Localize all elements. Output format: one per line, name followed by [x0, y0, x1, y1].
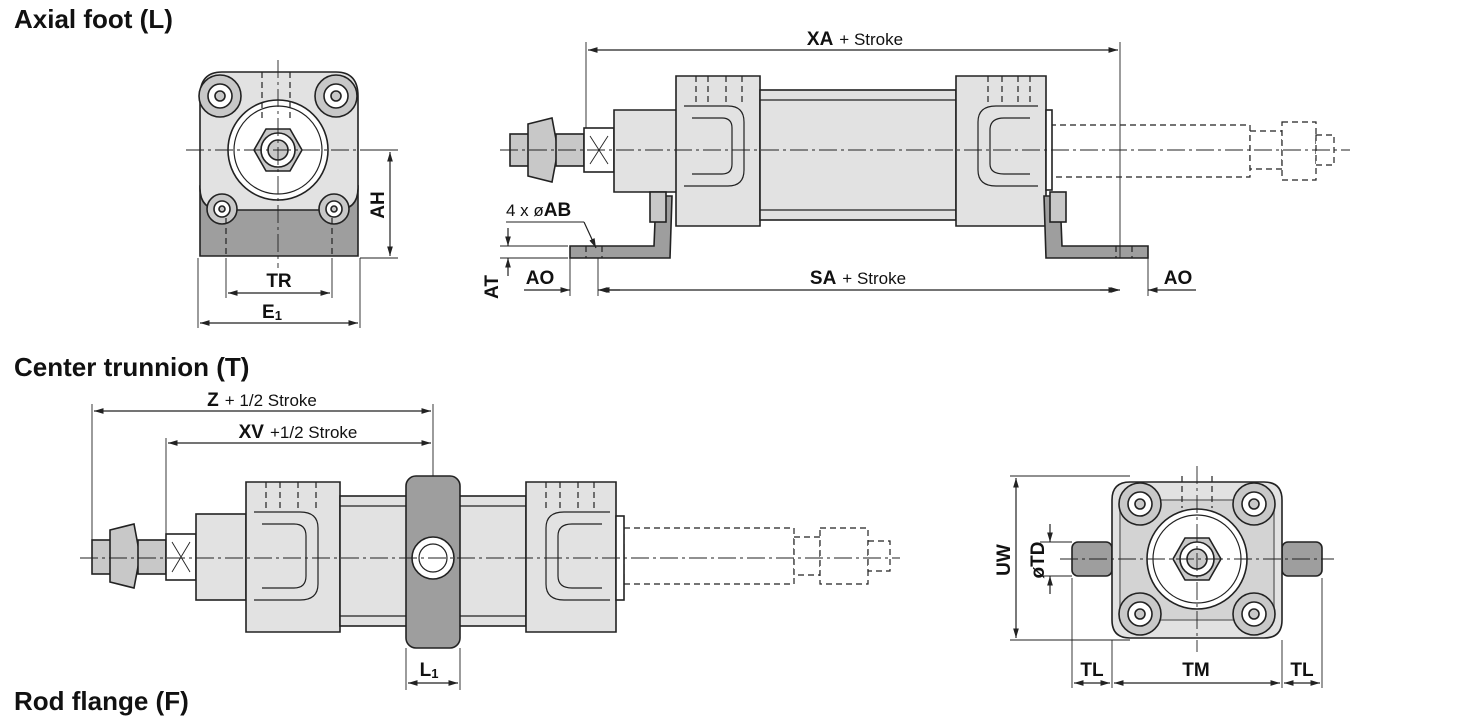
dim-TL-left: TL [1080, 660, 1104, 681]
dim-TM: TM [1182, 660, 1209, 681]
dim-Z: Z+ 1/2 Stroke [207, 390, 317, 411]
section-title-center-trunnion: Center trunnion (T) [14, 352, 250, 382]
dim-TR: TR [266, 271, 292, 292]
center-trunnion-end-view: UW øTD TL TM TL [994, 466, 1334, 688]
technical-drawing: AH TR E1 [80, 29, 1350, 690]
dim-E1: E1 [262, 302, 282, 323]
dim-AT: AT [482, 275, 503, 299]
axial-foot-end-view: AH TR E1 [186, 60, 398, 328]
dim-AH: AH [368, 191, 389, 218]
dim-XA: XA+ Stroke [807, 29, 903, 50]
dim-TL-right: TL [1290, 660, 1314, 681]
drawing-stage: Axial foot (L) Center trunnion (T) Rod f… [14, 4, 1350, 716]
dim-TD: øTD [1028, 542, 1049, 579]
dim-AO-left: AO [526, 268, 555, 289]
section-title-axial-foot: Axial foot (L) [14, 4, 173, 34]
dim-hole-AB: 4 x øAB [506, 200, 571, 221]
dim-SA: SA+ Stroke [810, 268, 906, 289]
center-trunnion-side-view: Z+ 1/2 Stroke XV+1/2 Stroke L1 [80, 390, 900, 690]
dim-UW: UW [994, 544, 1015, 576]
dim-L1: L1 [420, 660, 439, 681]
rear-end-block [955, 75, 1047, 227]
axial-foot-side-view: XA+ Stroke 4 x øAB AT AO SA+ Stroke [482, 29, 1350, 299]
front-end-block [675, 75, 761, 227]
dim-AO-right: AO [1164, 268, 1193, 289]
dim-XV: XV+1/2 Stroke [239, 422, 358, 443]
cylinder-barrel [759, 89, 957, 221]
